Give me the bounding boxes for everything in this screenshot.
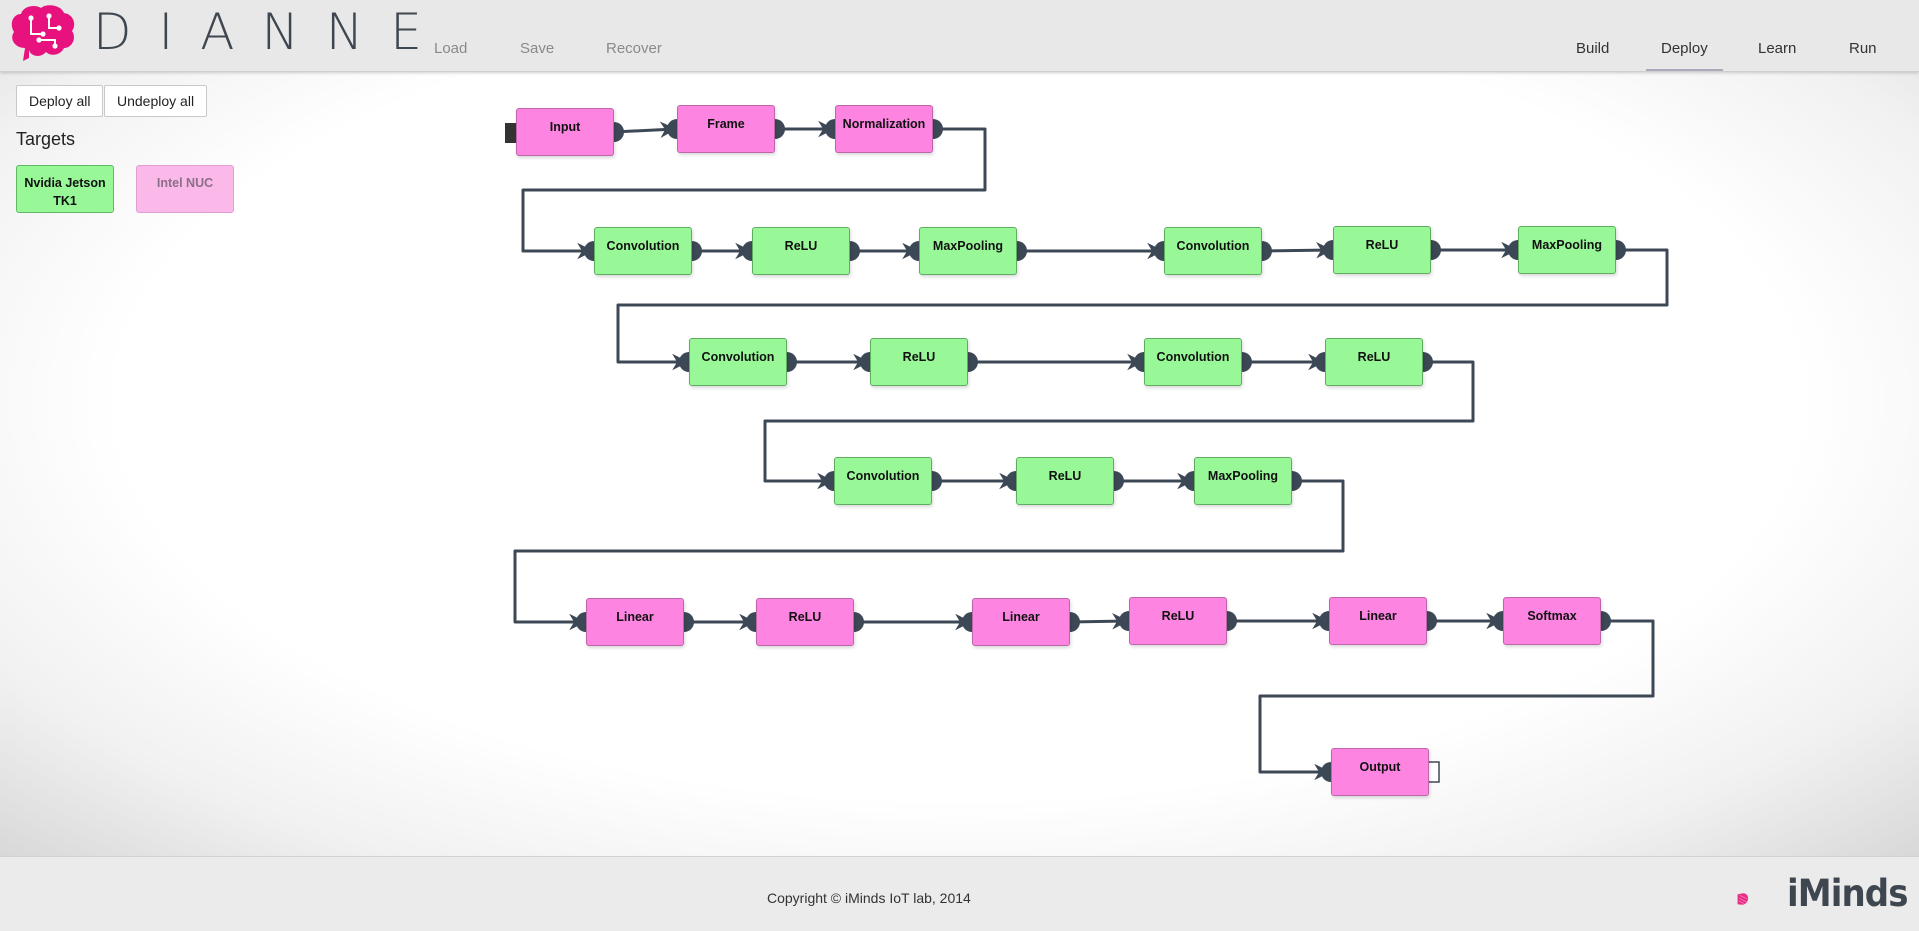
sponsor-name: iMinds [1787,872,1908,915]
tab-learn[interactable]: Learn [1758,40,1797,57]
module-relu[interactable]: ReLU [1129,597,1227,645]
module-relu[interactable]: ReLU [1016,457,1114,505]
module-relu[interactable]: ReLU [756,598,854,646]
module-label: ReLU [902,350,936,364]
tab-deploy[interactable]: Deploy [1646,40,1723,71]
module-label: Convolution [1156,350,1230,364]
module-label: ReLU [1048,469,1082,483]
connection-line [616,248,1669,371]
module-label: ReLU [784,239,818,253]
module-convolution[interactable]: Convolution [594,227,692,275]
module-label: Linear [616,610,654,624]
module-linear[interactable]: Linear [586,598,684,646]
connection-line [1258,619,1655,781]
connection-line [763,360,1475,490]
brain-logo-icon [11,5,75,62]
target-label: Nvidia Jetson TK1 [24,176,106,208]
iminds-logo-icon [1737,893,1749,905]
module-label: Linear [1359,609,1397,623]
connection-line [513,479,1345,631]
module-label: Input [549,120,581,134]
app-footer: Copyright © iMinds IoT lab, 2014 iMinds [0,856,1919,931]
module-softmax[interactable]: Softmax [1503,597,1601,645]
copyright-text: Copyright © iMinds IoT lab, 2014 [767,890,971,906]
module-label: Frame [707,117,745,131]
module-convolution[interactable]: Convolution [689,338,787,386]
menu-load[interactable]: Load [434,40,468,57]
module-label: ReLU [788,610,822,624]
module-convolution[interactable]: Convolution [1144,338,1242,386]
module-label: Normalization [842,117,926,131]
module-label: Output [1359,760,1401,774]
connection-line [521,127,987,260]
module-linear[interactable]: Linear [1329,597,1427,645]
module-label: ReLU [1357,350,1391,364]
module-label: Convolution [606,239,680,253]
connection-line [1261,241,1333,259]
undeploy-all-button[interactable]: Undeploy all [104,85,208,117]
module-label: MaxPooling [1531,238,1603,252]
module-normalization[interactable]: Normalization [835,105,933,153]
app-brand-title: DIANNE [93,3,449,61]
module-maxpooling[interactable]: MaxPooling [1518,226,1616,274]
target-nvidia-jetson[interactable]: Nvidia Jetson TK1 [16,165,114,213]
target-intel-nuc[interactable]: Intel NUC [136,165,234,213]
module-linear[interactable]: Linear [972,598,1070,646]
tab-run[interactable]: Run [1849,40,1877,57]
module-relu[interactable]: ReLU [1333,226,1431,274]
menu-recover[interactable]: Recover [606,40,662,57]
connection-line [613,121,677,138]
module-label: ReLU [1161,609,1195,623]
module-label: Convolution [701,350,775,364]
module-label: ReLU [1365,238,1399,252]
module-maxpooling[interactable]: MaxPooling [1194,457,1292,505]
module-label: Linear [1002,610,1040,624]
tab-build[interactable]: Build [1576,40,1610,57]
app-header: DIANNE Load Save Recover Build Deploy Le… [0,0,1919,72]
deploy-all-button[interactable]: Deploy all [16,85,104,117]
module-label: Convolution [846,469,920,483]
module-relu[interactable]: ReLU [870,338,968,386]
module-convolution[interactable]: Convolution [1164,227,1262,275]
module-frame[interactable]: Frame [677,105,775,153]
menu-save[interactable]: Save [520,40,555,57]
module-label: Softmax [1527,609,1577,623]
network-canvas[interactable] [0,72,1919,856]
module-relu[interactable]: ReLU [752,227,850,275]
target-label: Intel NUC [156,176,214,190]
module-input[interactable]: Input [516,108,614,156]
module-label: MaxPooling [932,239,1004,253]
module-convolution[interactable]: Convolution [834,457,932,505]
module-label: MaxPooling [1207,469,1279,483]
module-maxpooling[interactable]: MaxPooling [919,227,1017,275]
module-relu[interactable]: ReLU [1325,338,1423,386]
module-output[interactable]: Output [1331,748,1429,796]
targets-heading: Targets [16,129,76,149]
module-label: Convolution [1176,239,1250,253]
